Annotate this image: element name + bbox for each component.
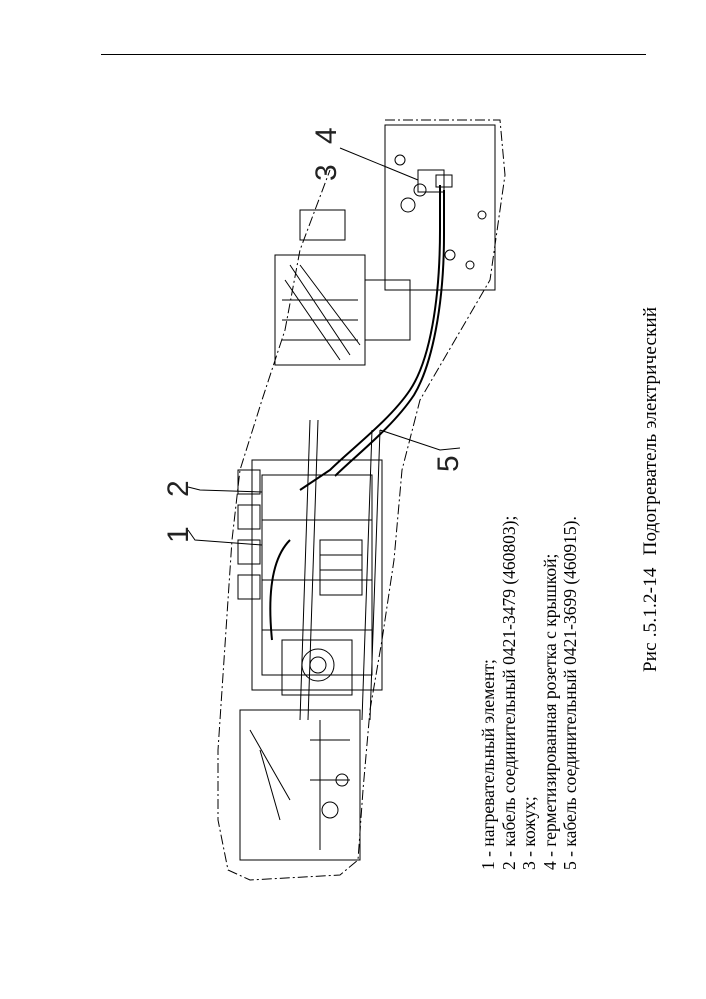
callout-3: 3 (310, 164, 343, 181)
legend-item-2: 2 - кабель соединительный 0421-3479 (460… (498, 515, 519, 870)
callout-4: 4 (310, 127, 343, 144)
legend-item-5: 5 - кабель соединительный 0421-3699 (460… (560, 516, 580, 870)
frame-rail-left (299, 419, 319, 721)
heater-cable (269, 539, 291, 641)
pump-assembly (281, 639, 353, 696)
filter-cylinder (319, 539, 363, 596)
figure-caption: Рис .5.1.2-14 Подогреватель электрический (640, 307, 662, 672)
leader-2 (187, 486, 263, 493)
cable-2 (299, 185, 441, 491)
leader-34 (339, 147, 419, 181)
cable-5 (334, 190, 445, 477)
legend-item-3: 3 - кожух; (519, 796, 539, 870)
legend: 1 - нагревательный элемент; 2 - кабель с… (478, 516, 581, 870)
cylinder-head-3 (237, 539, 261, 565)
rear-panel (384, 124, 496, 291)
legend-item-1: 1 - нагревательный элемент; (478, 659, 498, 870)
cylinder-head-2 (237, 504, 261, 530)
callout-1: 1 (162, 526, 195, 543)
figure-number: Рис .5.1.2-14 (640, 567, 661, 672)
motor-top (299, 209, 346, 241)
figure-title: Подогреватель электрический (640, 306, 661, 556)
sealed-socket (417, 169, 445, 193)
frame-rail-right (361, 429, 381, 721)
engine-block-inner (261, 474, 373, 676)
cylinder-head-4 (237, 574, 261, 600)
leader-5 (379, 429, 461, 451)
callout-2: 2 (162, 480, 195, 497)
callout-5: 5 (432, 455, 465, 472)
legend-item-4: 4 - герметизированная розетка с крышкой; (539, 553, 560, 870)
leader-1 (187, 529, 263, 546)
machine-outline (217, 119, 506, 881)
radiator (364, 279, 411, 341)
lower-frame (239, 709, 361, 861)
cylinder-head-1 (237, 469, 261, 495)
header-rule (101, 54, 646, 55)
